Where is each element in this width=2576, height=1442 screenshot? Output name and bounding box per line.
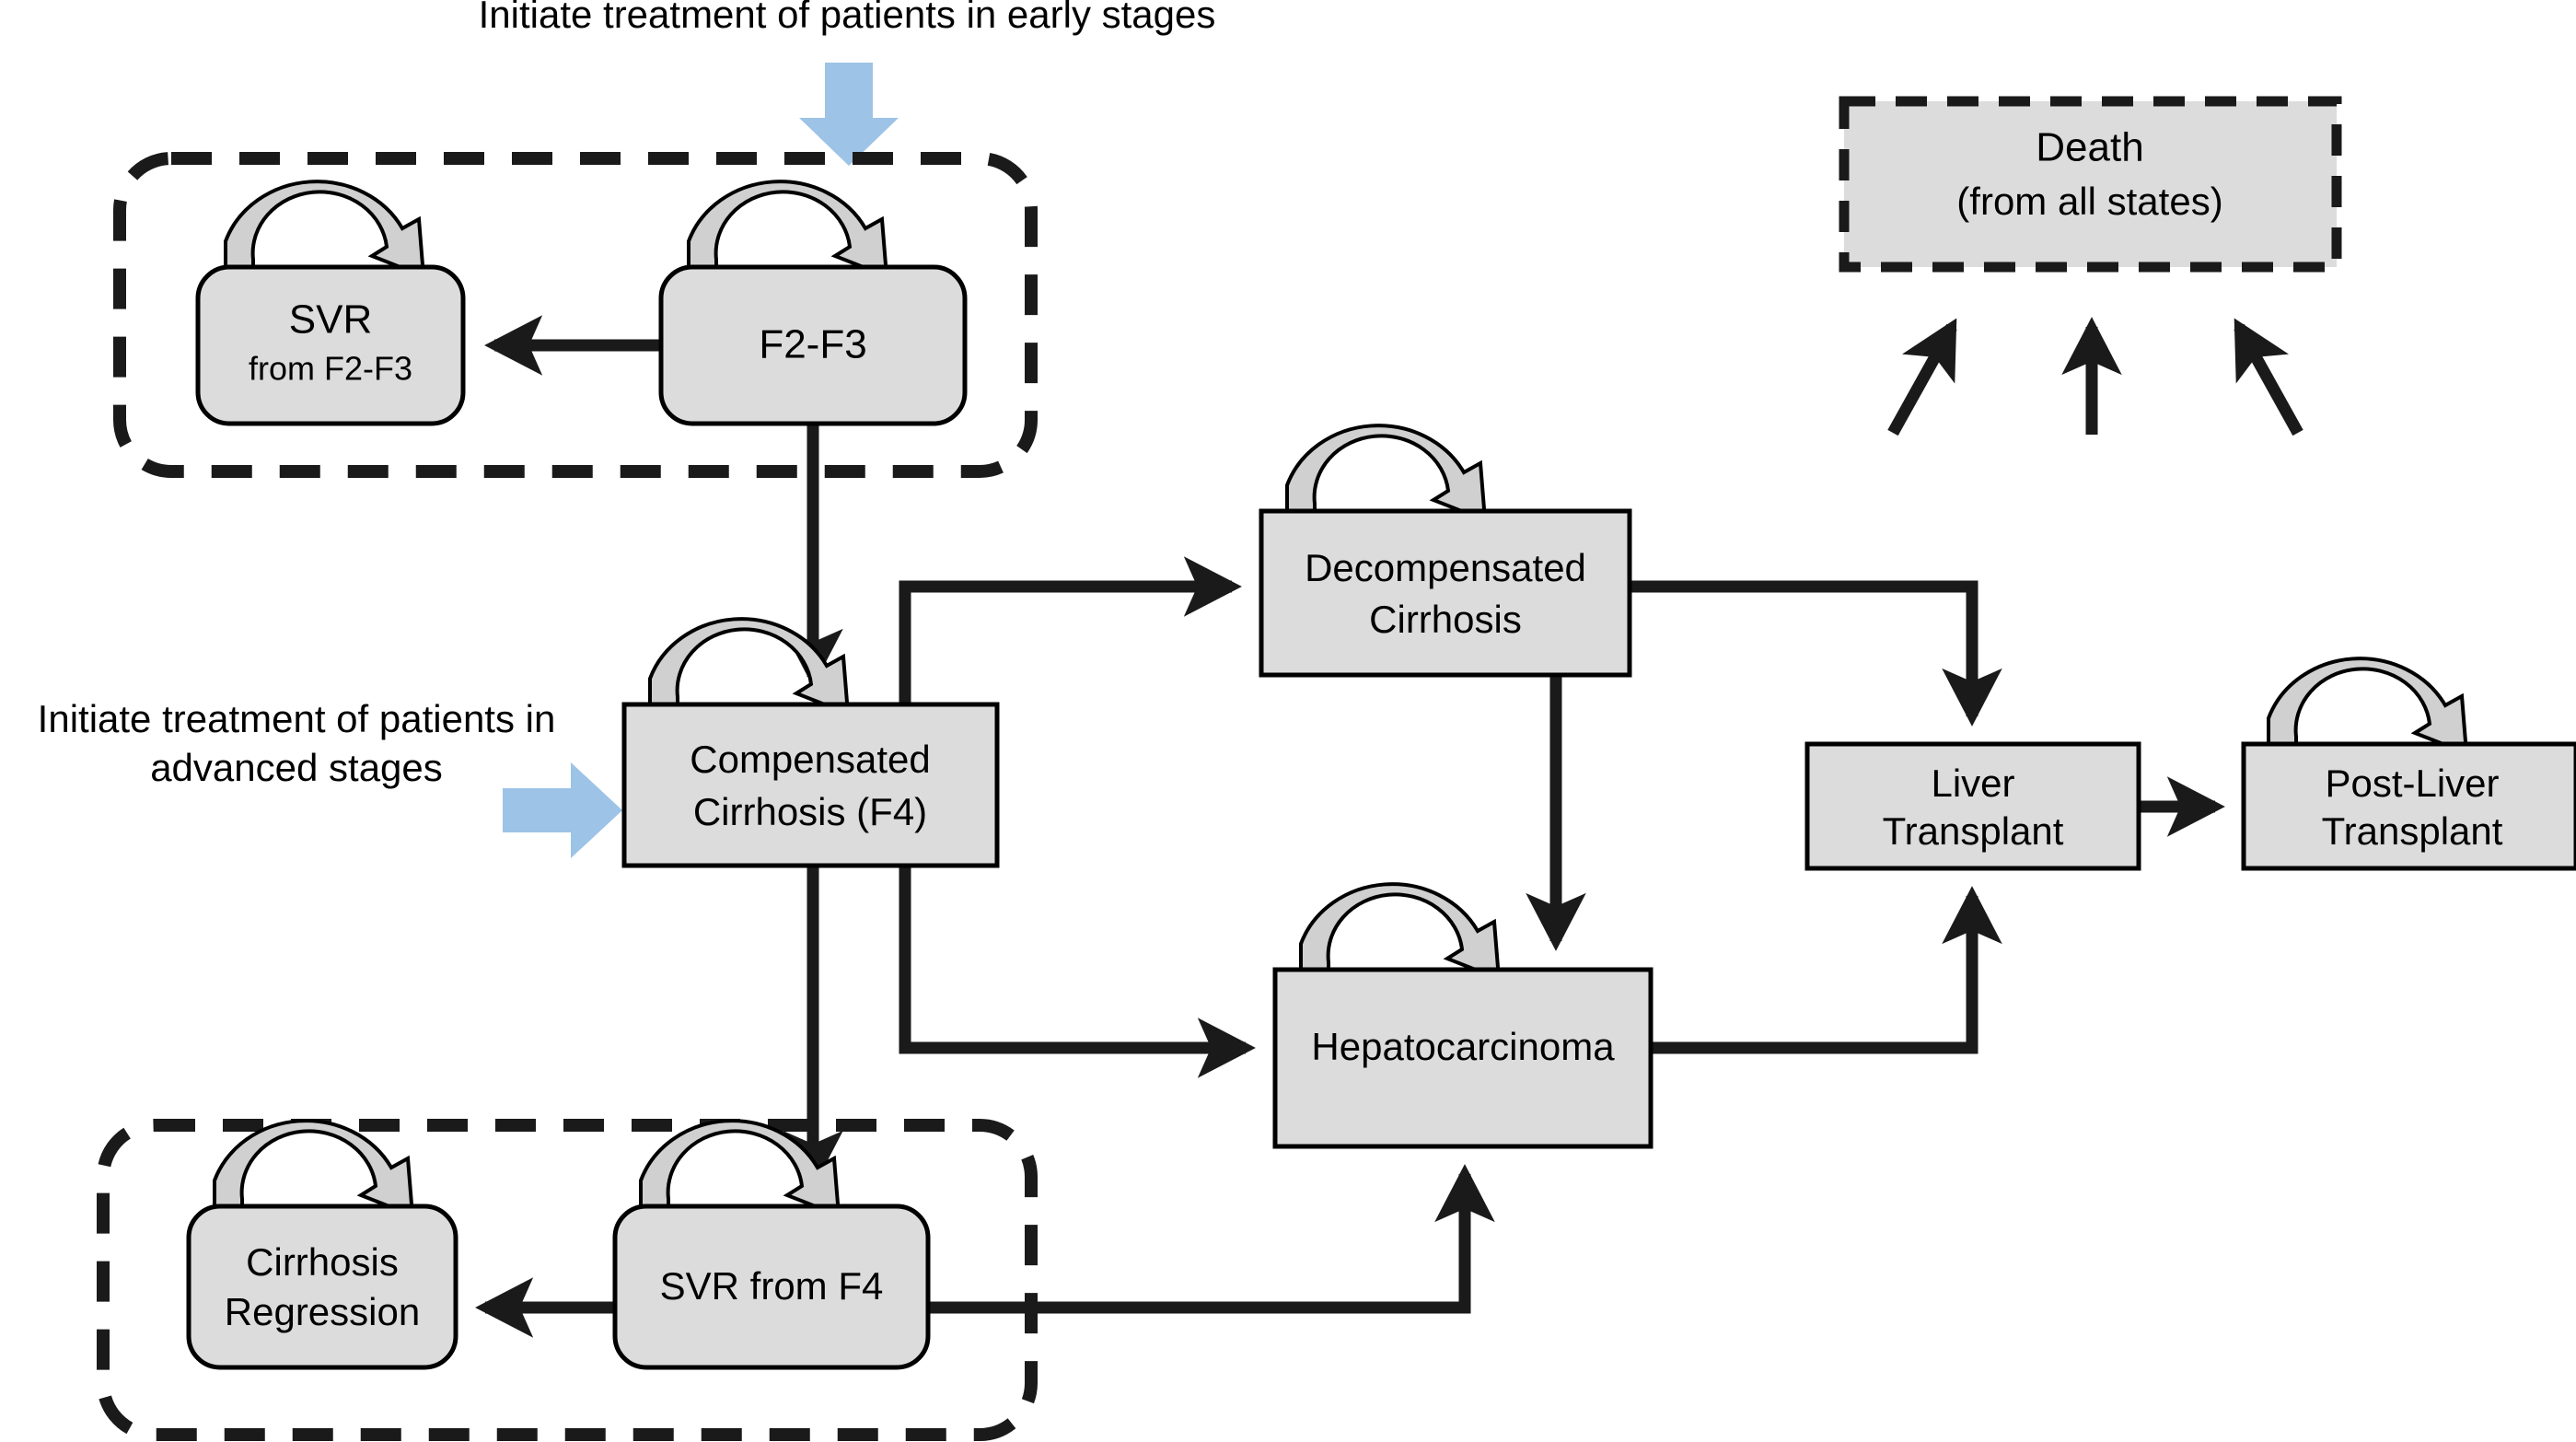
node-svr-f2f3-label-line1: SVR <box>289 297 372 343</box>
caption-advanced-stages-line2: advanced stages <box>150 746 443 789</box>
treatment-arrow-early <box>799 63 899 166</box>
node-f2-f3-shape[interactable] <box>658 264 968 426</box>
node-svr-f4-shape[interactable] <box>612 1204 931 1370</box>
selfloop-compensated-cirrhosis <box>648 617 851 717</box>
node-hepatocarcinoma-shape[interactable] <box>1272 967 1654 1149</box>
node-post-liver-transplant-label-line1: Post-Liver <box>2325 762 2499 805</box>
selfloop-svr-f2f3 <box>224 180 426 280</box>
node-liver-transplant-shape[interactable] <box>1804 741 2141 871</box>
selfloop-decompensated-cirrhosis <box>1285 424 1488 524</box>
treatment-arrow-advanced <box>503 762 622 858</box>
node-cirrhosis-regression-label-line2: Regression <box>225 1290 420 1333</box>
caption-early-stages: Initiate treatment of patients in early … <box>479 0 1216 36</box>
node-f2-f3[interactable]: F2-F3 <box>658 264 968 426</box>
node-cirrhosis-regression-label-line1: Cirrhosis <box>246 1240 399 1284</box>
edge-svr-f4-to-hepatocarcinoma <box>928 1164 1495 1314</box>
node-liver-transplant-label-line1: Liver <box>1931 762 2014 805</box>
node-hepatocarcinoma[interactable]: Hepatocarcinoma <box>1272 967 1654 1149</box>
node-compensated-cirrhosis-label-line2: Cirrhosis (F4) <box>693 790 927 833</box>
selfloop-cirrhosis-regression <box>213 1119 415 1219</box>
selfloop-hepatocarcinoma <box>1299 882 1502 983</box>
node-decompensated-cirrhosis-label-line1: Decompensated <box>1305 546 1586 589</box>
node-decompensated-cirrhosis-label-line2: Cirrhosis <box>1369 598 1522 641</box>
node-cirrhosis-regression-shape[interactable] <box>186 1204 458 1370</box>
node-death-shape[interactable] <box>1839 96 2342 273</box>
node-f2-f3-label: F2-F3 <box>759 322 866 367</box>
node-decompensated-cirrhosis-shape[interactable] <box>1259 508 1632 678</box>
selfloop-f2f3 <box>687 180 889 280</box>
node-death-label-line2: (from all states) <box>1956 180 2222 223</box>
node-death-label-line1: Death <box>2036 125 2143 170</box>
group-early-stage-treatment <box>113 152 1038 478</box>
node-compensated-cirrhosis-label-line1: Compensated <box>690 738 931 781</box>
node-compensated-cirrhosis-shape[interactable] <box>621 702 1000 868</box>
node-svr-f4-label: SVR from F4 <box>660 1264 884 1308</box>
node-decompensated-cirrhosis[interactable]: Decompensated Cirrhosis <box>1259 508 1632 678</box>
node-liver-transplant[interactable]: Liver Transplant <box>1804 741 2141 871</box>
node-svr-f2f3[interactable]: SVR from F2-F3 <box>195 264 466 426</box>
node-svr-f2f3-shape[interactable] <box>195 264 466 426</box>
edge-compensated-to-decompensated <box>899 556 1242 704</box>
node-compensated-cirrhosis[interactable]: Compensated Cirrhosis (F4) <box>621 702 1000 868</box>
edge-death-inflow-left <box>1887 318 1957 436</box>
selfloop-post-liver-transplant <box>2267 657 2469 757</box>
node-cirrhosis-regression[interactable]: Cirrhosis Regression <box>186 1204 458 1370</box>
node-svr-f2f3-label-line2: from F2-F3 <box>249 350 412 388</box>
node-post-liver-transplant-shape[interactable] <box>2241 741 2576 871</box>
node-svr-f4[interactable]: SVR from F4 <box>612 1204 931 1370</box>
group-cirrhosis-regression <box>97 1119 1038 1441</box>
edge-hepatocarcinoma-to-liver-transplant <box>1651 886 2002 1054</box>
node-post-liver-transplant-label-line2: Transplant <box>2322 809 2503 853</box>
node-death[interactable]: Death (from all states) <box>1839 96 2342 273</box>
node-hepatocarcinoma-label: Hepatocarcinoma <box>1311 1025 1615 1068</box>
node-post-liver-transplant[interactable]: Post-Liver Transplant <box>2241 741 2576 871</box>
node-liver-transplant-label-line2: Transplant <box>1883 809 2064 853</box>
edge-decompensated-to-liver-transplant <box>1630 580 2002 727</box>
caption-advanced-stages-line1: Initiate treatment of patients in <box>38 697 556 740</box>
edge-death-inflow-right <box>2234 318 2303 436</box>
selfloop-svr-f4 <box>639 1119 841 1219</box>
edge-compensated-to-hepatocarcinoma <box>899 866 1256 1078</box>
